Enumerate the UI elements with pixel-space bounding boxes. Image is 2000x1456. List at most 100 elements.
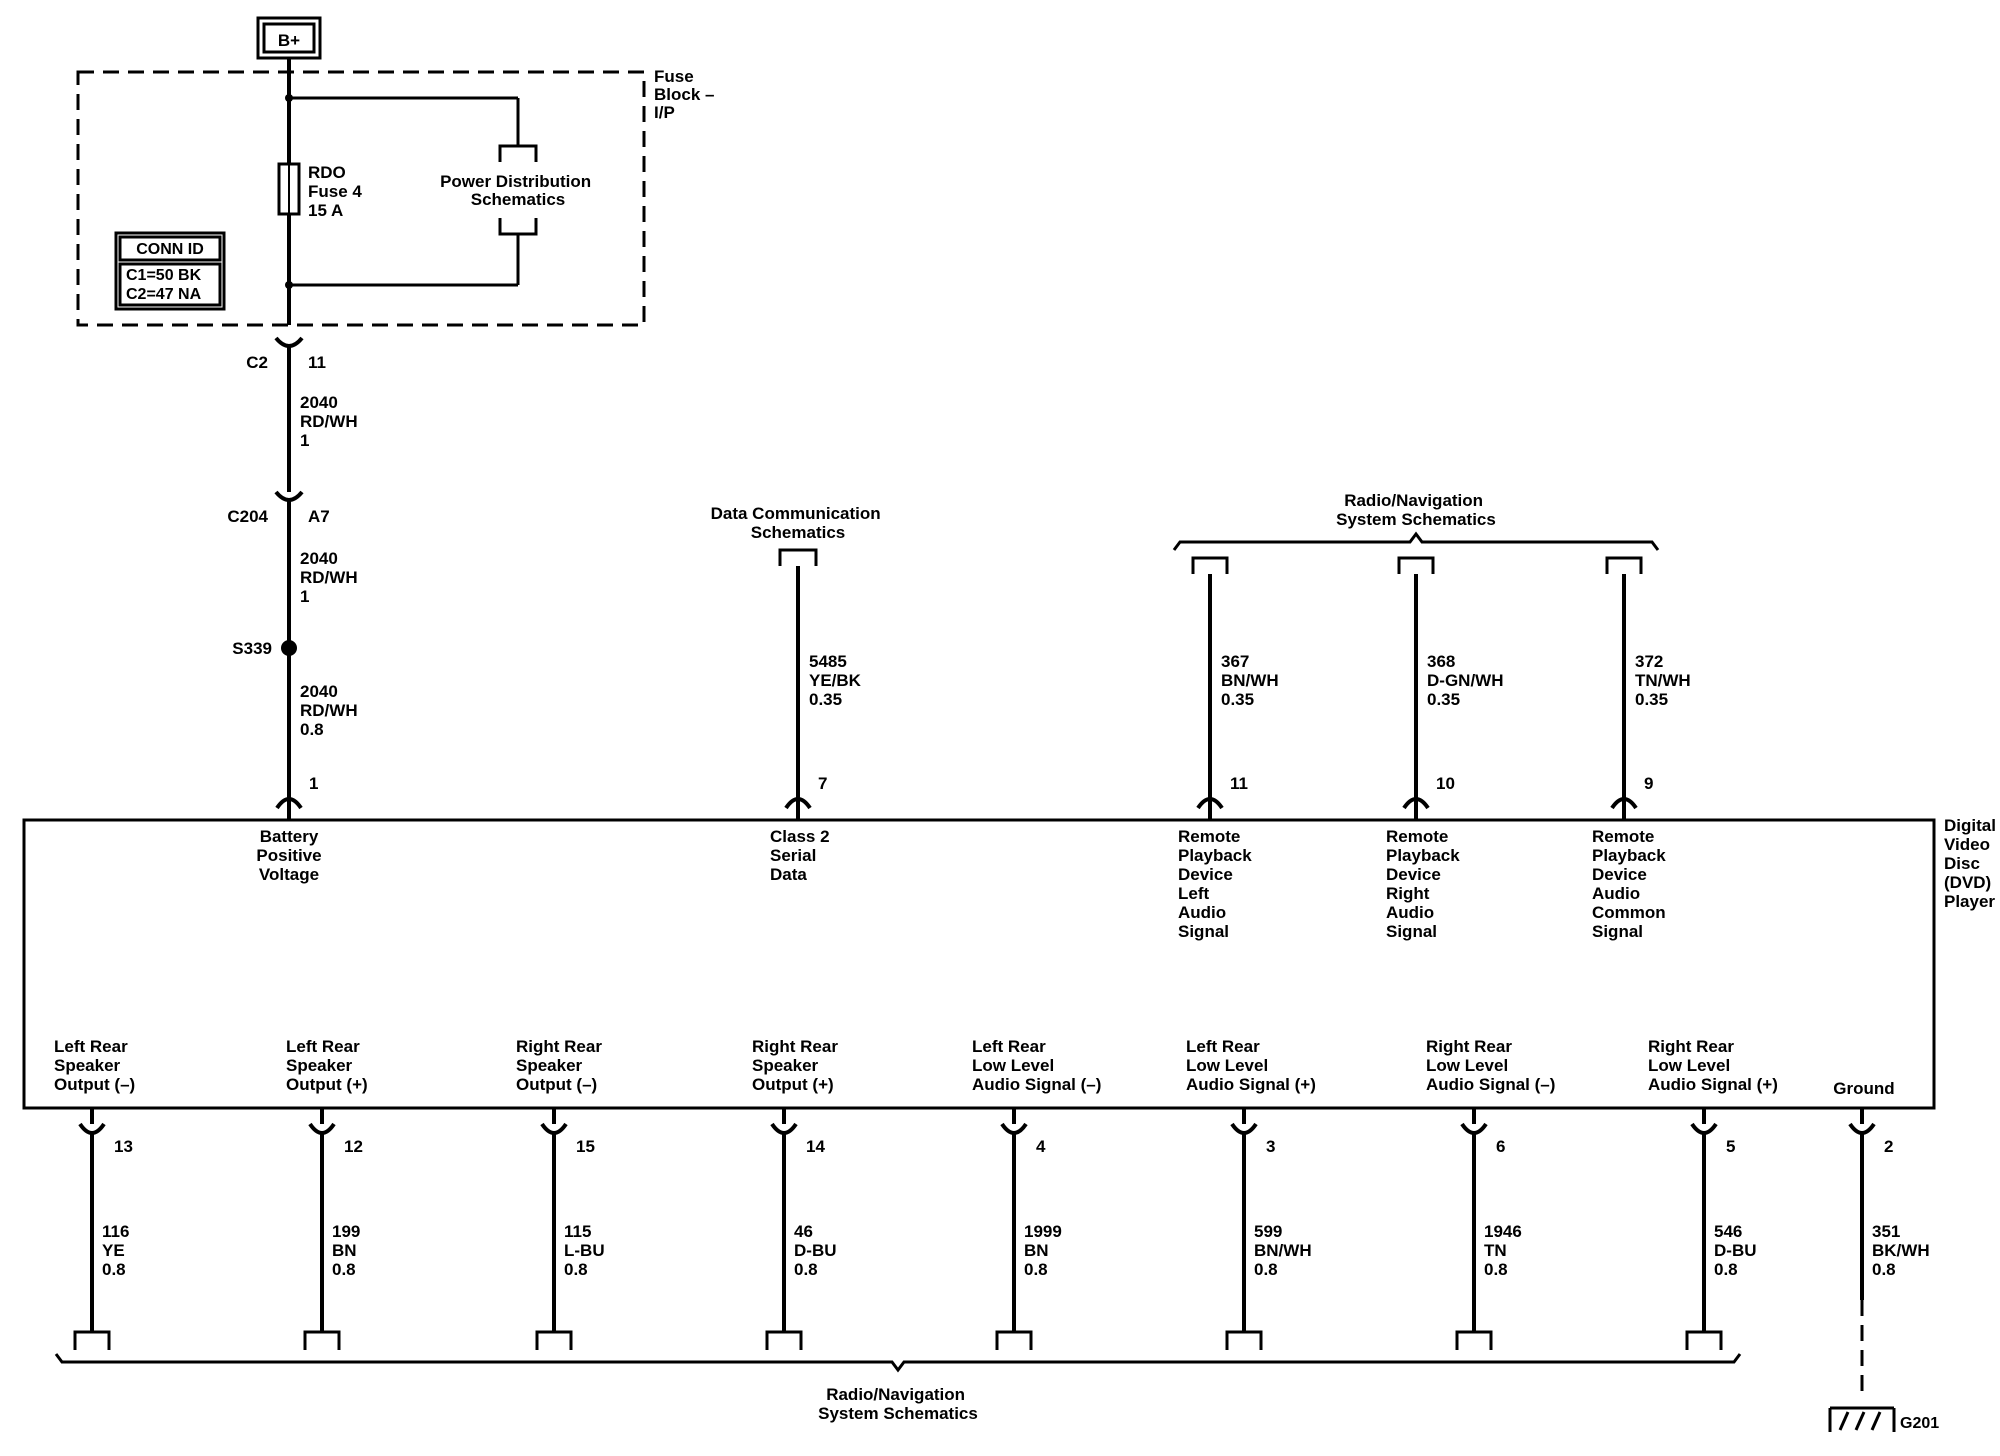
conn-id-lines: C1=50 BK C2=47 NA [126, 267, 206, 303]
supply-wire-2-label: 2040 RD/WH 1 [300, 549, 362, 606]
splice-s339: S339 [232, 639, 297, 658]
pin-number: 12 [344, 1137, 363, 1156]
ground-id-label: G201 [1900, 1415, 1939, 1432]
pin-number: 5 [1726, 1137, 1735, 1156]
pin-terminal [770, 1122, 798, 1135]
pin-number: 7 [818, 774, 827, 793]
connector-c2-name: C2 [246, 353, 268, 372]
pin-number: 13 [114, 1137, 133, 1156]
radio-nav-bottom-ref: Radio/Navigation System Schematics [54, 1353, 1742, 1423]
radio-nav-top-label: Radio/Navigation System Schematics [1336, 491, 1496, 529]
pin-number: 15 [576, 1137, 595, 1156]
connector-c204-name: C204 [227, 507, 268, 526]
power-distribution-branch: Power Distribution Schematics [285, 94, 596, 289]
pin-terminal [308, 1122, 336, 1135]
radio-nav-top-ref: Radio/Navigation System Schematics [1172, 491, 1660, 574]
radio-nav-connector [1455, 1330, 1493, 1350]
pin-terminal [1690, 1122, 1718, 1135]
data-comm-ref: Data Communication Schematics [711, 504, 886, 566]
radio-nav-connector [1225, 1330, 1263, 1350]
pin-number: 4 [1036, 1137, 1046, 1156]
fuse-label: RDO Fuse 4 15 A [308, 163, 367, 220]
conn-id-title: CONN ID [136, 241, 204, 258]
connector-c204-pin: A7 [308, 507, 330, 526]
pin-number: 10 [1436, 774, 1455, 793]
radio-nav-bottom-label: Radio/Navigation System Schematics [818, 1385, 978, 1423]
pin-number: 14 [806, 1137, 825, 1156]
power-distribution-label: Power Distribution Schematics [440, 172, 596, 209]
pin-number: 1 [309, 774, 318, 793]
radio-nav-connector [995, 1330, 1033, 1350]
pin-terminal [1196, 797, 1224, 810]
pin-terminal [1000, 1122, 1028, 1135]
pin-terminal [784, 797, 812, 810]
connector-c2-pin: 11 [308, 353, 326, 372]
pin-function-label: Ground [1833, 1079, 1894, 1098]
pin-number: 6 [1496, 1137, 1505, 1156]
conn-id-box: CONN ID C1=50 BK C2=47 NA [114, 231, 226, 311]
radio-nav-connector [765, 1330, 803, 1350]
radio-nav-connector [303, 1330, 341, 1350]
radio-nav-connector [1685, 1330, 1723, 1350]
pin-terminal [1610, 797, 1638, 810]
pin-terminal [275, 797, 303, 810]
splice-label: S339 [232, 639, 272, 658]
pin-number: 9 [1644, 774, 1653, 793]
pin-terminal [1460, 1122, 1488, 1135]
pin-terminal [78, 1122, 106, 1135]
pin-terminal [1230, 1122, 1258, 1135]
fuse-block-label: Fuse Block – I/P [654, 67, 719, 122]
radio-nav-connector [535, 1330, 573, 1350]
dvd-player-module: Digital Video Disc (DVD) Player [22, 816, 1996, 1110]
pin-number: 3 [1266, 1137, 1275, 1156]
ground-g201: G201 [1828, 1300, 1939, 1432]
radio-nav-connector [73, 1330, 111, 1350]
pin-number: 11 [1230, 774, 1248, 793]
data-comm-label: Data Communication Schematics [711, 504, 886, 542]
connector-c204: C204 A7 [227, 490, 330, 526]
fuse-block: Fuse Block – I/P [76, 67, 719, 327]
pin-terminal [1848, 1122, 1876, 1135]
connector-c2: C2 11 [246, 336, 326, 372]
battery-source: B+ [256, 16, 322, 60]
pin-number: 2 [1884, 1137, 1893, 1156]
